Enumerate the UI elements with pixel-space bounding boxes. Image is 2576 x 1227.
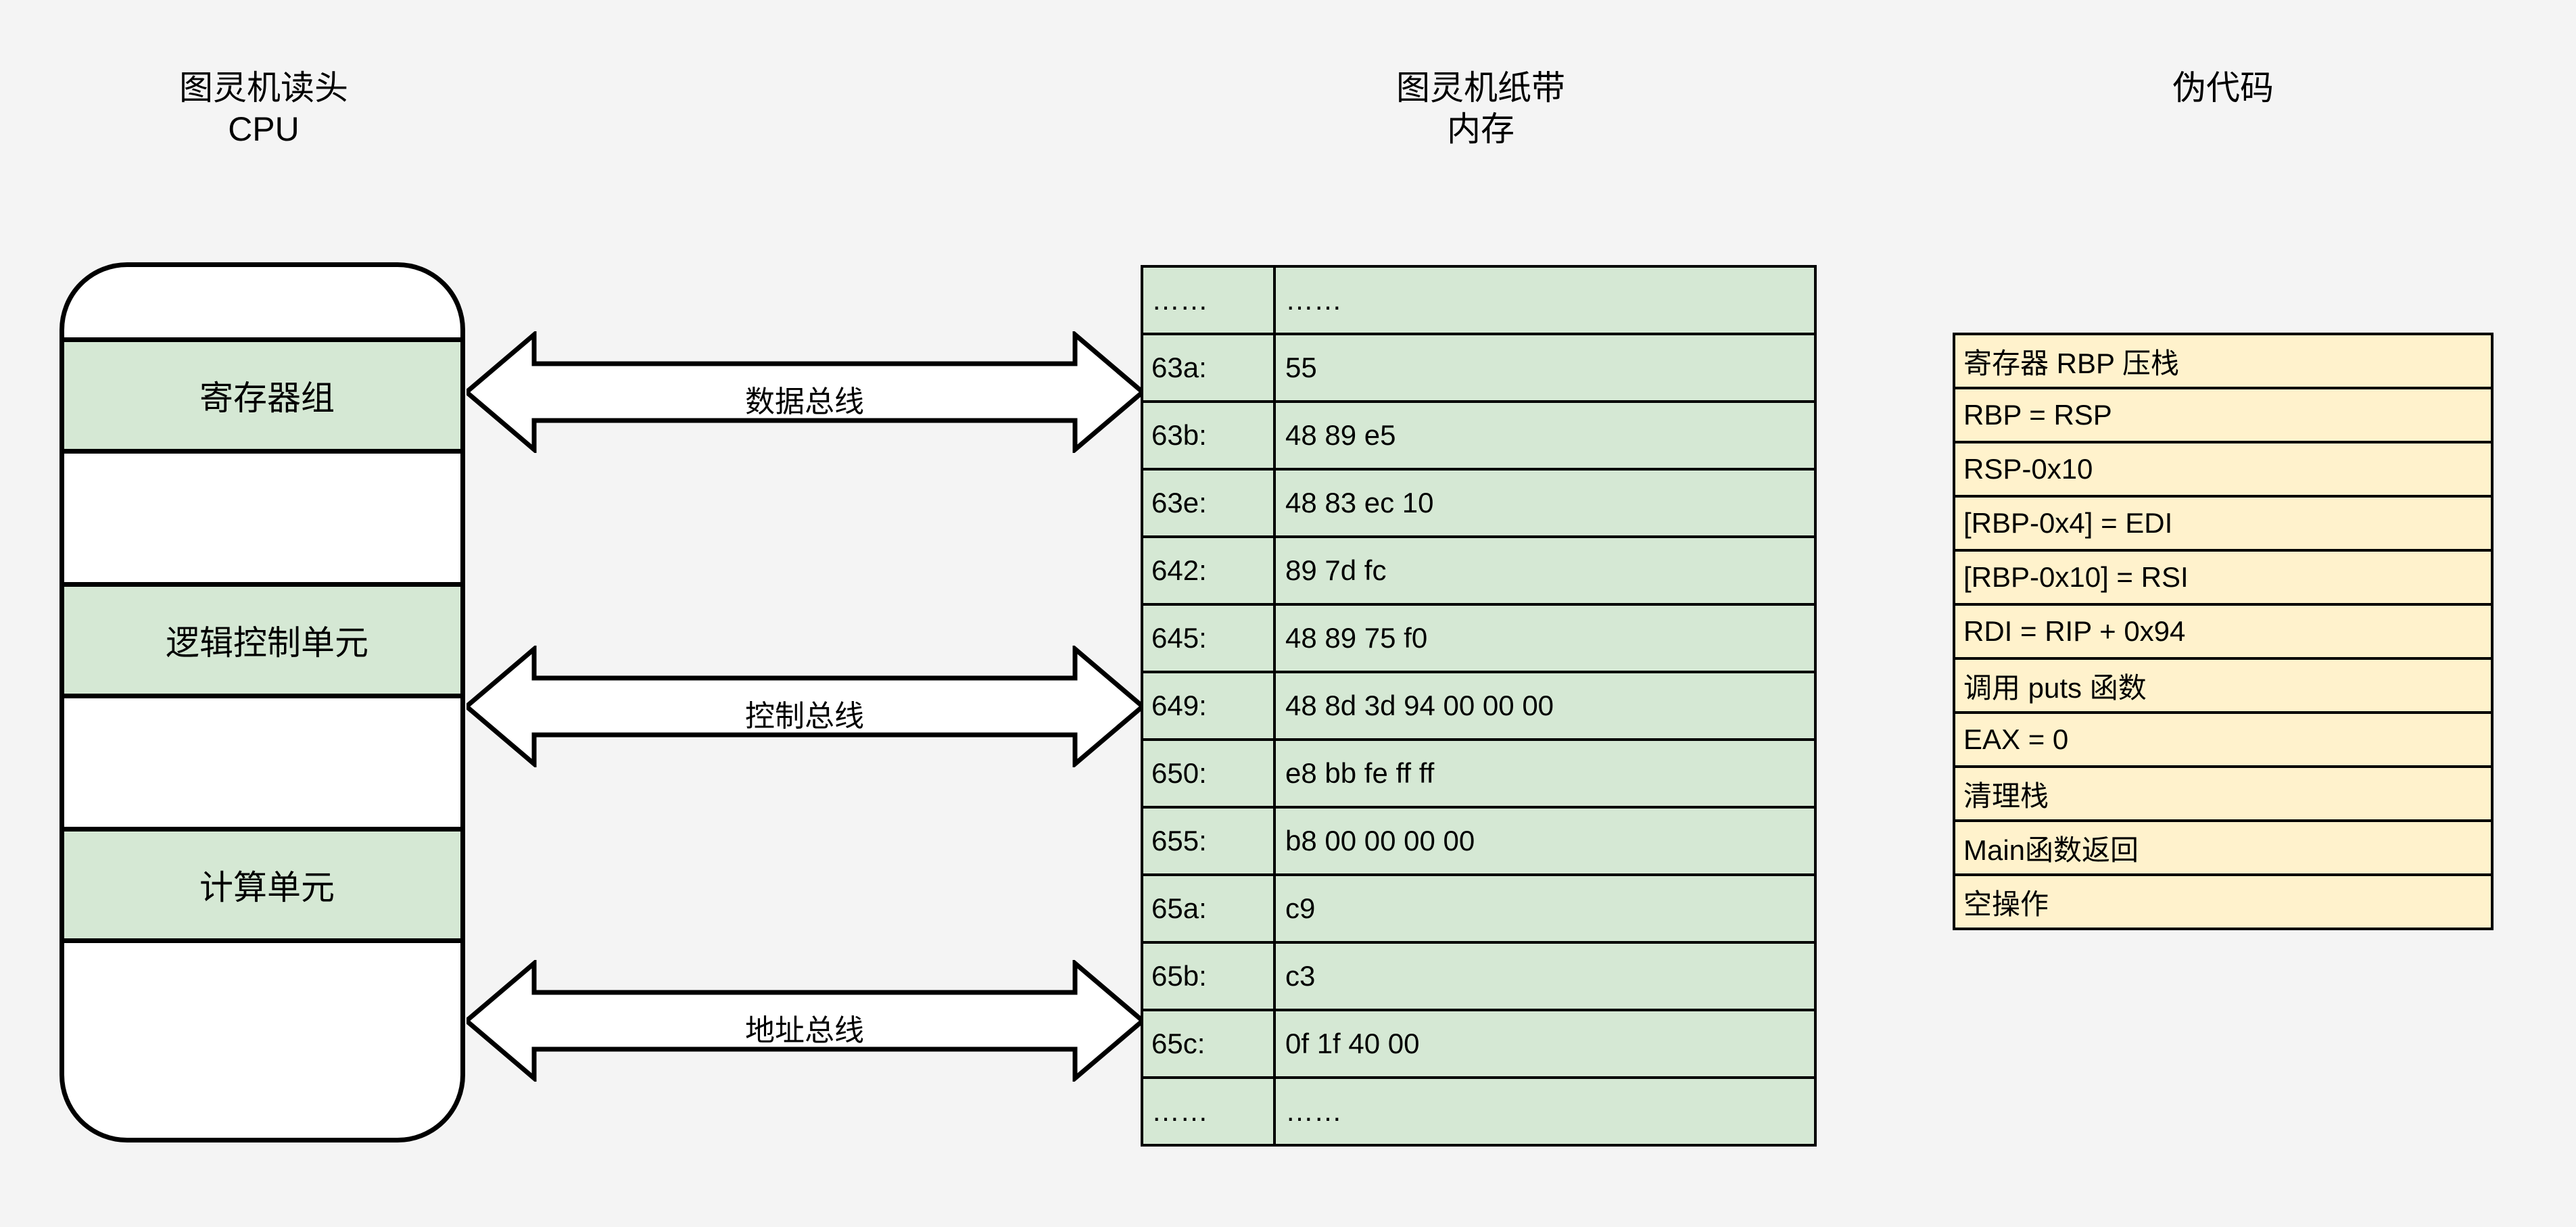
memory-address-cell: 63e: [1143,471,1276,535]
pseudocode-row: 调用 puts 函数 [1955,660,2491,714]
pseudocode-row: RDI = RIP + 0x94 [1955,606,2491,660]
memory-row: 65c: 0f 1f 40 00 [1143,1011,1814,1079]
memory-row: 63e: 48 83 ec 10 [1143,471,1814,538]
memory-value-cell: 0f 1f 40 00 [1285,1028,1420,1059]
pseudocode-row: Main函数返回 [1955,822,2491,876]
memory-address-cell: 655: [1143,809,1276,873]
memory-row: 63a: 55 [1143,335,1814,403]
cpu-segment-registers: 寄存器组 [64,337,460,454]
memory-row: …… …… [1143,268,1814,335]
memory-value-cell: b8 00 00 00 00 [1285,825,1475,857]
memory-value-cell: …… [1285,1095,1342,1127]
pseudocode-row: RSP-0x10 [1955,443,2491,498]
memory-value-cell: e8 bb fe ff ff [1285,757,1435,789]
cpu-segment-spacer-1 [64,454,460,582]
memory-row: 650: e8 bb fe ff ff [1143,741,1814,809]
memory-row: 65b: c3 [1143,944,1814,1011]
cpu-control-unit-label: 逻辑控制单元 [166,624,368,662]
memory-column-title: 图灵机纸带 内存 [1396,69,1565,148]
cpu-column-title: 图灵机读头 CPU [179,69,348,148]
memory-row: 63b: 48 89 e5 [1143,403,1814,471]
pseudocode-row: 空操作 [1955,876,2491,930]
pseudocode-row: 清理栈 [1955,768,2491,822]
cpu-segment-alu: 计算单元 [64,827,460,943]
memory-row: …… …… [1143,1079,1814,1147]
memory-address-cell: 642: [1143,538,1276,603]
pseudocode-row: EAX = 0 [1955,714,2491,768]
memory-value-cell: …… [1285,284,1342,316]
memory-address-cell: 65c: [1143,1011,1276,1076]
memory-row: 655: b8 00 00 00 00 [1143,809,1814,876]
memory-row: 645: 48 89 75 f0 [1143,606,1814,673]
cpu-segment-spacer-2 [64,698,460,827]
memory-address-cell: …… [1143,268,1276,333]
memory-value-cell: 48 89 e5 [1285,419,1396,451]
double-headed-arrow-icon [467,331,1143,453]
memory-address-cell: 650: [1143,741,1276,806]
pseudocode-row: 寄存器 RBP 压栈 [1955,335,2491,389]
memory-address-cell: 63a: [1143,335,1276,400]
memory-value-cell: c3 [1285,960,1316,992]
memory-value-cell: 89 7d fc [1285,554,1387,586]
memory-value-cell: 55 [1285,352,1317,383]
memory-row: 649: 48 8d 3d 94 00 00 00 [1143,673,1814,741]
cpu-block: 寄存器组 逻辑控制单元 计算单元 [59,262,465,1142]
cpu-segment-control-unit: 逻辑控制单元 [64,582,460,698]
memory-row: 642: 89 7d fc [1143,538,1814,606]
memory-address-cell: 649: [1143,673,1276,738]
pseudocode-row: [RBP-0x10] = RSI [1955,552,2491,606]
double-headed-arrow-icon [467,646,1143,767]
pseudocode-column-title: 伪代码 [2172,69,2274,107]
memory-address-cell: 65a: [1143,876,1276,941]
data-bus-arrow: 数据总线 [467,331,1143,453]
memory-value-cell: 48 89 75 f0 [1285,622,1428,654]
cpu-registers-label: 寄存器组 [199,379,335,417]
memory-value-cell: c9 [1285,892,1316,924]
memory-value-cell: 48 83 ec 10 [1285,487,1434,519]
memory-address-cell: 645: [1143,606,1276,671]
control-bus-arrow: 控制总线 [467,646,1143,767]
memory-value-cell: 48 8d 3d 94 00 00 00 [1285,690,1554,721]
memory-row: 65a: c9 [1143,876,1814,944]
memory-address-cell: 63b: [1143,403,1276,468]
address-bus-arrow: 地址总线 [467,960,1143,1082]
memory-address-cell: 65b: [1143,944,1276,1009]
double-headed-arrow-icon [467,960,1143,1082]
memory-address-cell: …… [1143,1079,1276,1144]
pseudocode-row: RBP = RSP [1955,389,2491,443]
pseudocode-row: [RBP-0x4] = EDI [1955,498,2491,552]
cpu-alu-label: 计算单元 [199,869,335,907]
